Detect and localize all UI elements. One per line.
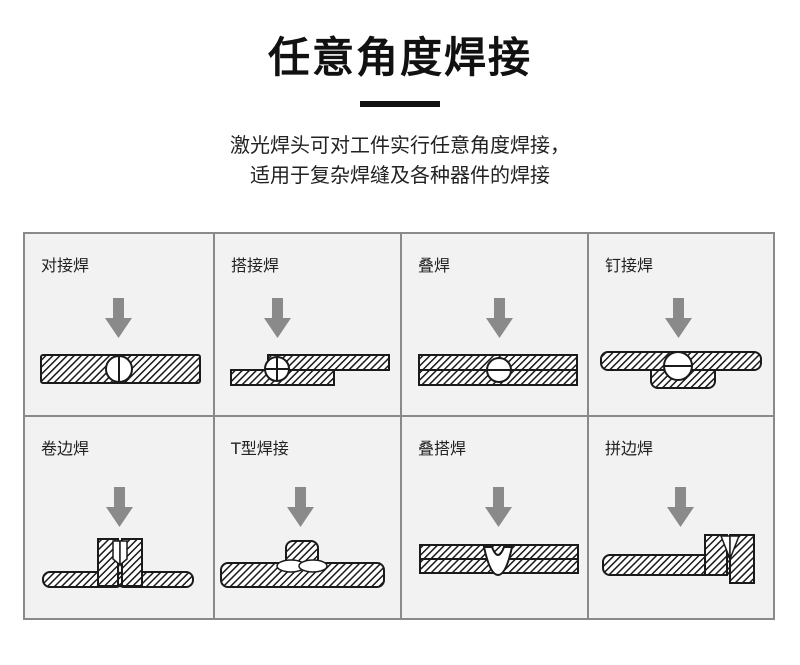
- cell-rivet-weld: 钉接焊: [589, 234, 773, 415]
- cell-label: 卷边焊: [41, 439, 90, 458]
- subtitle-line-1: 激光焊头可对工件实行任意角度焊接，: [230, 133, 570, 157]
- lap-weld-diagram: [230, 298, 390, 386]
- overlap-stack-weld-diagram: [419, 487, 579, 577]
- rivet-weld-diagram: [600, 298, 762, 389]
- cell-lap-weld: 搭接焊: [215, 234, 400, 415]
- title-divider: [360, 101, 440, 107]
- subtitle-line-2: 适用于复杂焊缝及各种器件的焊接: [250, 163, 550, 187]
- cell-label: 叠焊: [418, 256, 451, 275]
- down-arrow-icon: [667, 487, 694, 527]
- cell-butt-weld: 对接焊: [25, 234, 213, 415]
- butt-weld-diagram: [40, 298, 201, 384]
- down-arrow-icon: [486, 298, 513, 338]
- edge-joint-weld-diagram: [602, 487, 755, 584]
- down-arrow-icon: [264, 298, 291, 338]
- grid-divider: [25, 415, 773, 417]
- down-arrow-icon: [106, 487, 133, 527]
- down-arrow-icon: [485, 487, 512, 527]
- grid-divider: [587, 234, 589, 618]
- weld-type-grid: 对接焊 搭接焊 叠焊: [23, 232, 775, 620]
- flange-weld-diagram: [42, 487, 194, 588]
- cell-label: 对接焊: [41, 256, 90, 275]
- grid-divider: [213, 234, 215, 618]
- cell-t-weld: T型焊接: [215, 417, 400, 618]
- cell-label: 叠搭焊: [418, 439, 467, 458]
- cell-edge-joint-weld: 拼边焊: [589, 417, 773, 618]
- cell-label: 钉接焊: [605, 256, 654, 275]
- down-arrow-icon: [665, 298, 692, 338]
- down-arrow-icon: [105, 298, 132, 338]
- cell-flange-weld: 卷边焊: [25, 417, 213, 618]
- cell-label: 拼边焊: [605, 439, 654, 458]
- cell-stack-weld: 叠焊: [402, 234, 587, 415]
- down-arrow-icon: [287, 487, 314, 527]
- page-title: 任意角度焊接: [267, 33, 532, 82]
- t-weld-diagram: [220, 487, 385, 588]
- page-subtitle: 激光焊头可对工件实行任意角度焊接， 适用于复杂焊缝及各种器件的焊接: [0, 130, 800, 190]
- cell-label: 搭接焊: [231, 256, 280, 275]
- grid-divider: [400, 234, 402, 618]
- stack-weld-diagram: [418, 298, 578, 386]
- cell-overlap-stack-weld: 叠搭焊: [402, 417, 587, 618]
- cell-label: T型焊接: [231, 439, 289, 458]
